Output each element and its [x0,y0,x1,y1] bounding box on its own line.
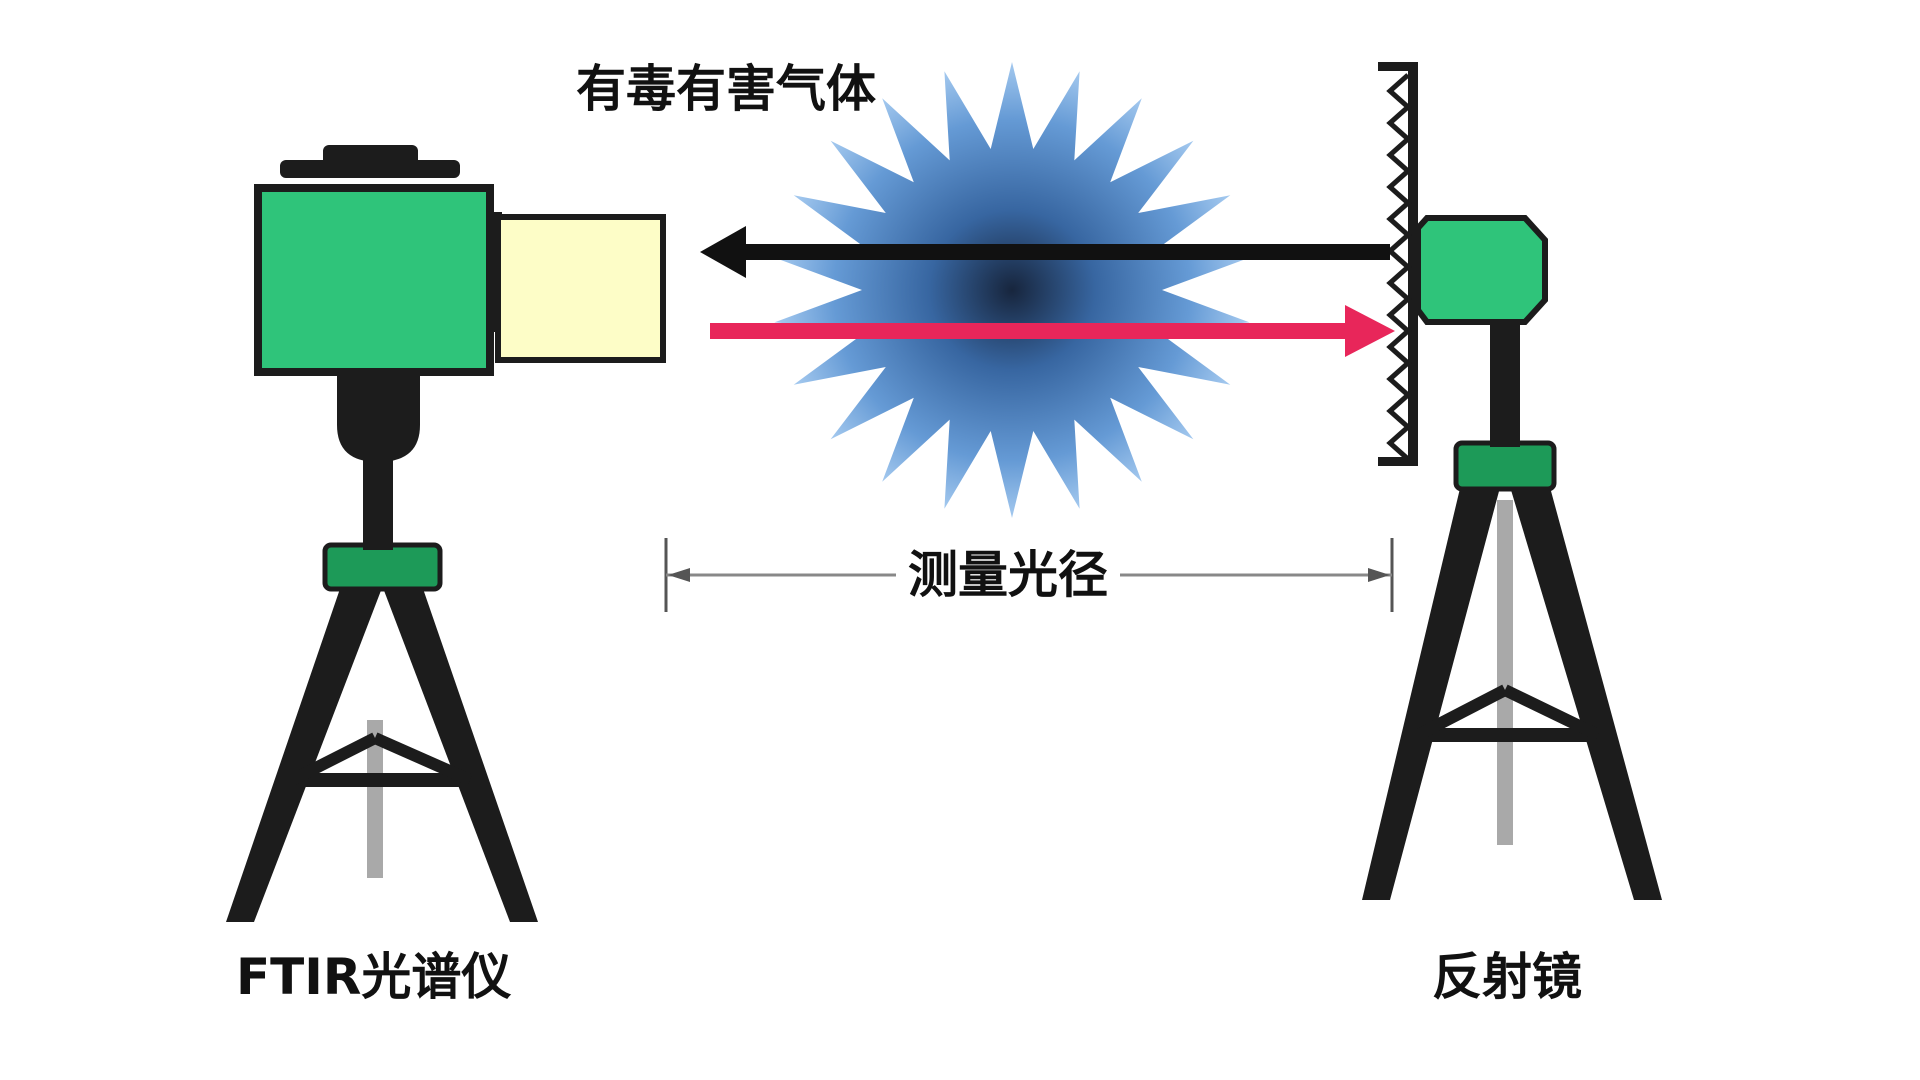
mirror-label: 反射镜 [1432,948,1582,1006]
outgoing-beam-arrow-icon [710,305,1395,357]
ftir-spectrometer-label: FTIR光谱仪 [236,948,512,1006]
gas-label: 有毒有害气体 [576,60,876,118]
return-beam-arrow-icon [700,226,1390,278]
reflector-mirror [1362,62,1662,900]
left-tripod-icon [226,375,538,922]
right-tripod-icon [1362,322,1662,900]
corner-cube-reflector-icon [1378,62,1418,466]
gas-cloud-icon [774,62,1250,518]
ftir-spectrometer [226,145,666,922]
measurement-path-label: 测量光径 [896,550,1120,600]
